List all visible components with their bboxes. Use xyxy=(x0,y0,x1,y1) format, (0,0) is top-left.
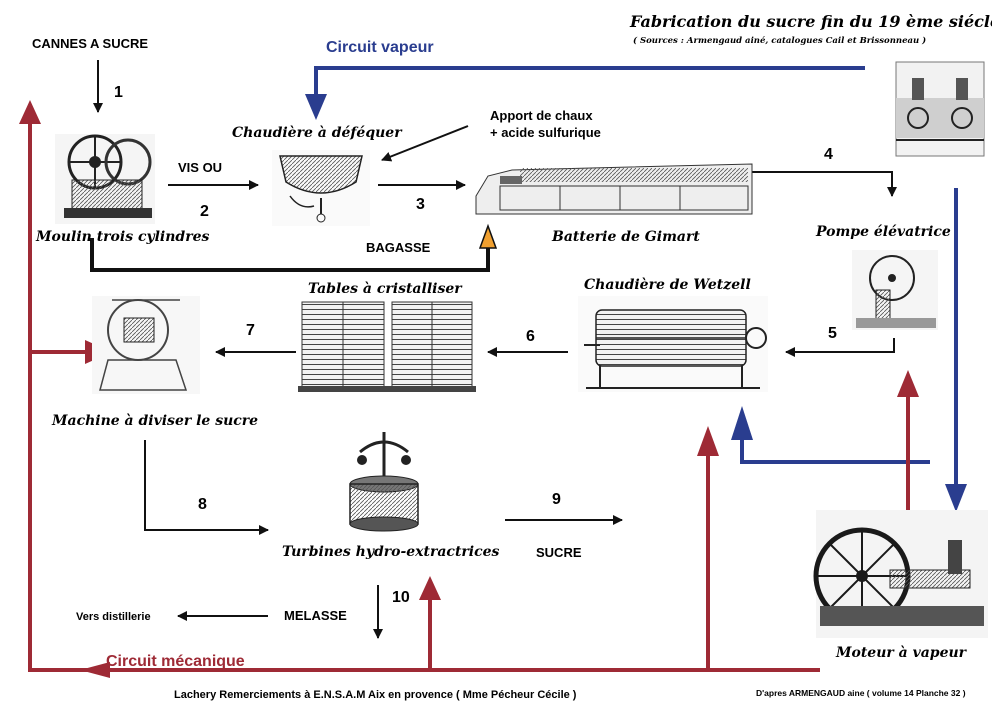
moulin-label: Moulin trois cylindres xyxy=(35,229,210,245)
moteur-label: Moteur à vapeur xyxy=(835,645,968,661)
moulin-illustration xyxy=(55,134,155,224)
step-3: 3 xyxy=(416,196,425,213)
step-8: 8 xyxy=(198,496,207,513)
footer-credits: Lachery Remerciements à E.N.S.A.M Aix en… xyxy=(174,689,577,701)
turbines-label: Turbines hydro-extractrices xyxy=(282,544,500,560)
tables-cristalliser-illustration xyxy=(298,301,476,392)
circuit-vapeur-label: Circuit vapeur xyxy=(326,39,434,56)
bagasse-conveyor xyxy=(90,238,490,272)
step-1: 1 xyxy=(114,84,123,101)
circuit-mecanique-label: Circuit mécanique xyxy=(106,653,245,670)
machine-diviser-label: Machine à diviser le sucre xyxy=(51,413,258,429)
moteur-vapeur-illustration xyxy=(813,510,988,638)
chaudiere-defequer-illustration xyxy=(272,150,370,226)
apport-line2: + acide sulfurique xyxy=(490,125,601,140)
chaudiere-defequer-label: Chaudière à déféquer xyxy=(232,125,403,141)
vers-distillerie-label: Vers distillerie xyxy=(76,611,151,623)
step-10: 10 xyxy=(392,589,410,606)
wetzell-label: Chaudière de Wetzell xyxy=(584,277,751,293)
wetzell-illustration xyxy=(578,296,768,392)
steam-arrowheads xyxy=(305,94,967,512)
pompe-illustration xyxy=(852,250,938,330)
steam-engine-room-illustration xyxy=(895,61,985,157)
step-2: 2 xyxy=(200,203,209,220)
cannes-label: CANNES A SUCRE xyxy=(32,36,148,51)
mechanical-circuit xyxy=(28,118,910,672)
step-6: 6 xyxy=(526,328,535,345)
pompe-label: Pompe élévatrice xyxy=(815,224,951,240)
step-9: 9 xyxy=(552,491,561,508)
step-7: 7 xyxy=(246,322,255,339)
turbines-illustration xyxy=(349,432,419,532)
process-flow xyxy=(93,60,897,639)
batterie-label: Batterie de Gimart xyxy=(551,229,700,245)
mech-arrowheads xyxy=(19,100,919,678)
step-4: 4 xyxy=(824,146,833,163)
apport-line1: Apport de chaux xyxy=(490,108,593,123)
tables-label: Tables à cristalliser xyxy=(308,281,463,297)
bagasse-arrowhead xyxy=(478,223,498,249)
melasse-label: MELASSE xyxy=(284,608,347,623)
footer-reference: D'apres ARMENGAUD aine ( volume 14 Planc… xyxy=(756,688,966,698)
sucre-label: SUCRE xyxy=(536,545,582,560)
machine-diviser-illustration xyxy=(92,296,200,394)
bagasse-label: BAGASSE xyxy=(366,240,431,255)
diagram-sources: ( Sources : Armengaud ainé, catalogues C… xyxy=(633,35,926,46)
batterie-gimart-illustration xyxy=(475,163,753,215)
diagram-title: Fabrication du sucre fin du 19 ème siécl… xyxy=(629,12,992,31)
step-5: 5 xyxy=(828,325,837,342)
vis-ou-label: VIS OU xyxy=(178,160,222,175)
